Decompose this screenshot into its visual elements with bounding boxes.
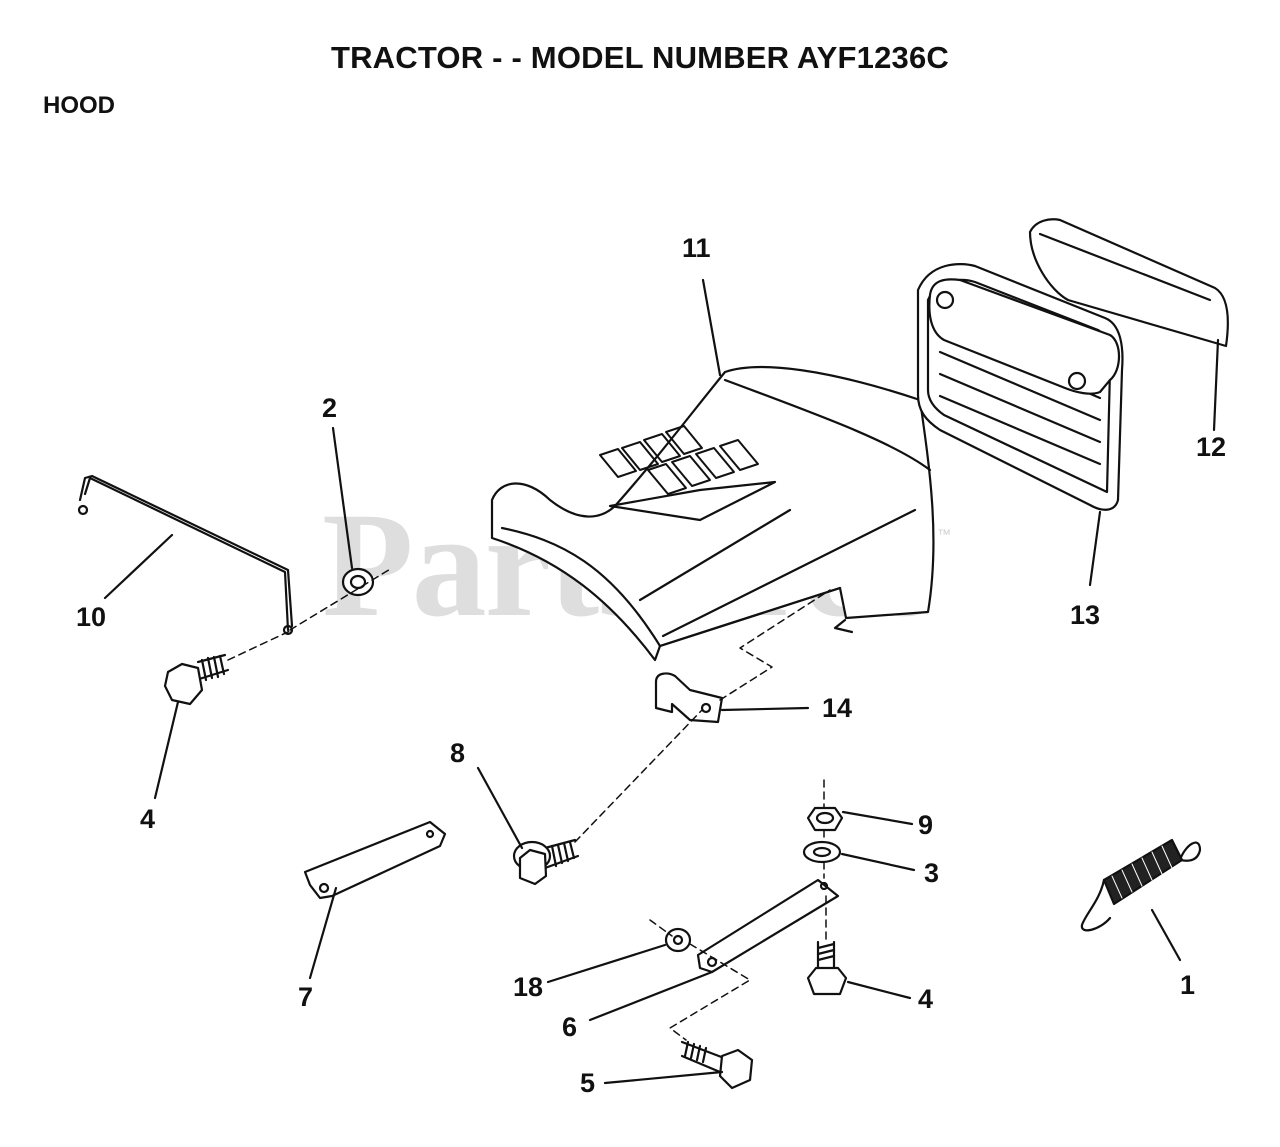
watermark-trademark: ™ bbox=[937, 526, 951, 542]
bolt-part-4-right bbox=[806, 940, 848, 996]
bracket-part-14 bbox=[654, 672, 724, 724]
callout-2: 2 bbox=[322, 393, 338, 423]
callout-14: 14 bbox=[822, 693, 853, 723]
nut-part-9 bbox=[806, 806, 844, 832]
page-title: TRACTOR - - MODEL NUMBER AYF1236C bbox=[330, 40, 950, 75]
grille-part-13 bbox=[916, 263, 1124, 511]
callout-11: 11 bbox=[682, 233, 711, 263]
hood-vent-slots bbox=[599, 425, 759, 495]
assembly-dashed-lines bbox=[227, 567, 831, 1041]
strap-part-7 bbox=[303, 820, 447, 900]
spring-part-1 bbox=[1080, 838, 1202, 932]
hood-part-11 bbox=[490, 365, 935, 662]
callout-12: 12 bbox=[1196, 432, 1227, 462]
bolt-part-8 bbox=[512, 838, 580, 886]
callout-9: 9 bbox=[918, 810, 934, 840]
washer-part-3 bbox=[802, 840, 842, 864]
callout-4-left: 4 bbox=[140, 804, 156, 834]
washer-part-18 bbox=[664, 927, 692, 953]
callout-13: 13 bbox=[1070, 600, 1101, 630]
callout-1: 1 bbox=[1180, 970, 1196, 1000]
callout-10: 10 bbox=[76, 602, 107, 632]
callout-4-right: 4 bbox=[918, 984, 934, 1014]
emblem-part-12 bbox=[1028, 218, 1229, 348]
bolt-part-4-left bbox=[163, 653, 230, 706]
callout-3: 3 bbox=[924, 858, 940, 888]
leader-lines bbox=[103, 278, 1220, 1085]
bolt-part-5 bbox=[680, 1040, 754, 1090]
rod-part-10 bbox=[77, 474, 294, 636]
callout-6: 6 bbox=[562, 1012, 578, 1042]
callout-7: 7 bbox=[298, 982, 314, 1012]
callout-8: 8 bbox=[450, 738, 466, 768]
callout-5: 5 bbox=[580, 1068, 596, 1098]
section-label: HOOD bbox=[43, 92, 115, 119]
callout-18: 18 bbox=[513, 972, 544, 1002]
nut-part-2 bbox=[341, 567, 375, 597]
